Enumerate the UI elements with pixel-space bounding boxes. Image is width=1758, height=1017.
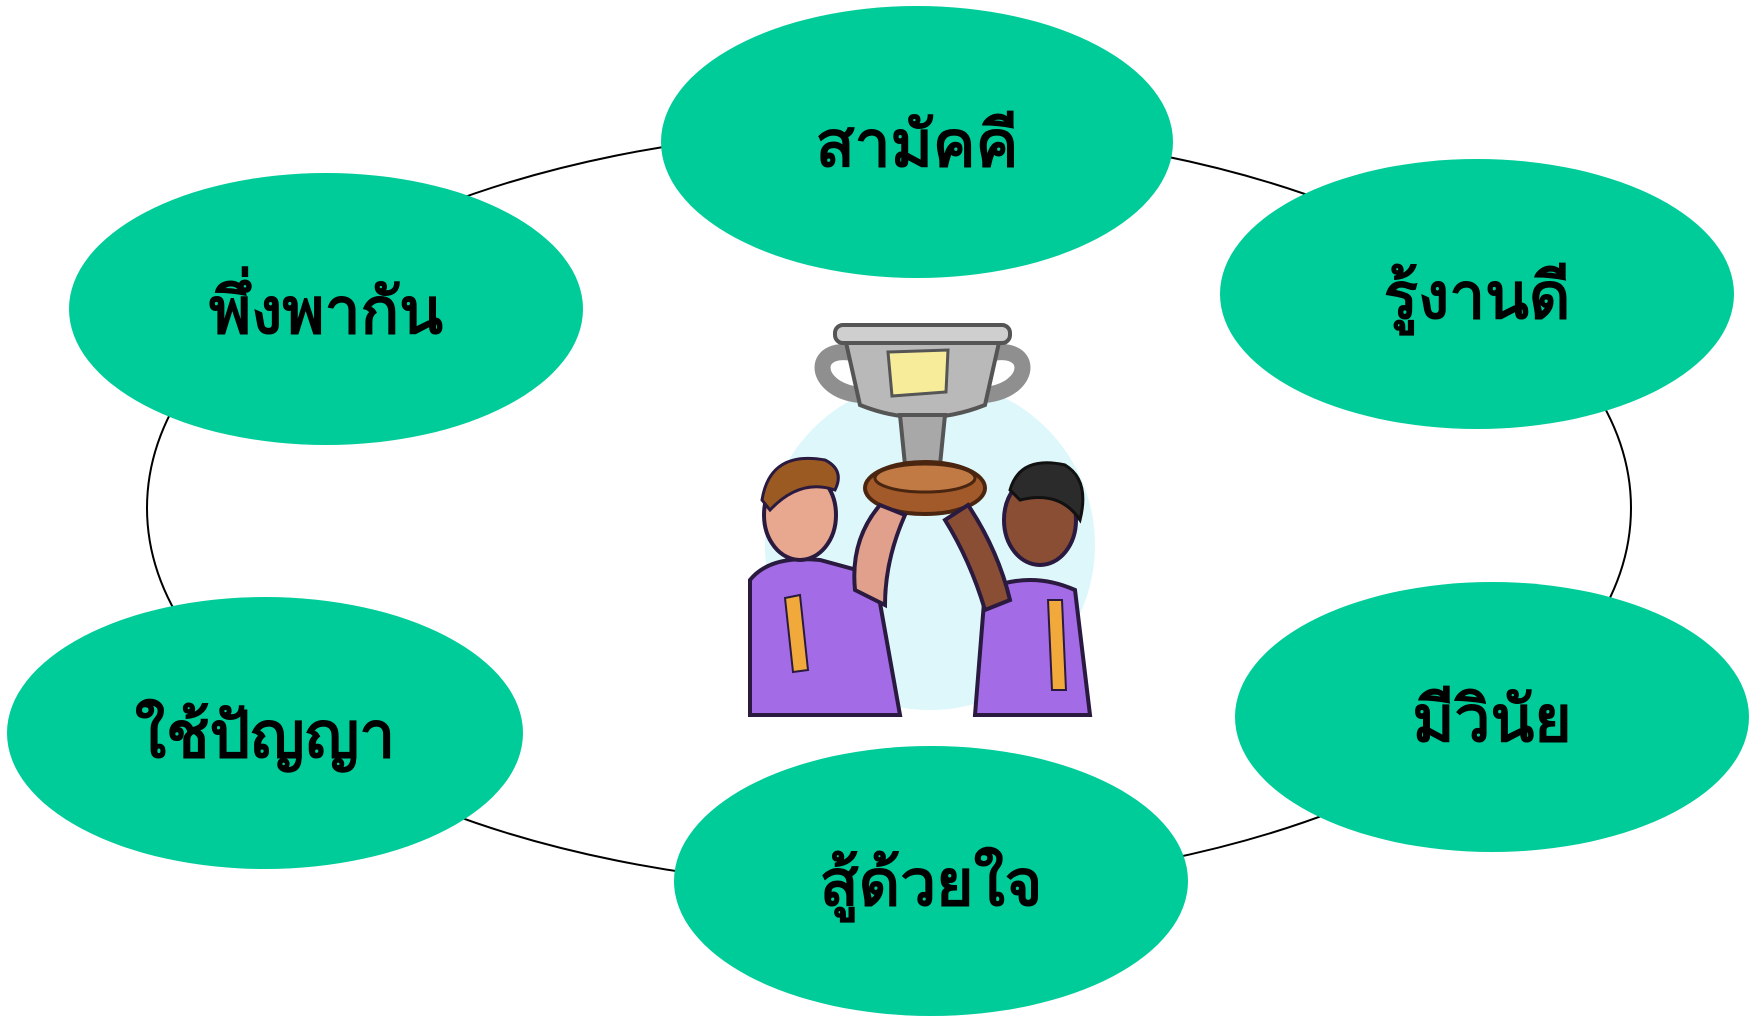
trophy-plaque (886, 348, 950, 398)
node-upper-left-ellipse (69, 173, 583, 445)
node-upper-left-label: พึ่งพากัน (209, 266, 443, 349)
player-right-stripe (1046, 599, 1068, 691)
trophy-stem (897, 413, 948, 467)
node-lower-left-label: ใช้ปัญญา (135, 698, 395, 773)
node-upper-left: พึ่งพากัน (69, 173, 583, 445)
player-left (748, 456, 908, 717)
node-upper-right: รู้งานดี (1220, 159, 1734, 429)
node-lower-right-label: มีวินัย (1412, 682, 1571, 757)
node-top-label: สามัคคี (816, 107, 1019, 182)
trophy-handle-right (977, 344, 1031, 403)
trophy-illustration (748, 323, 1095, 717)
trophy-handle-left (814, 344, 868, 403)
node-lower-right: มีวินัย (1235, 582, 1749, 852)
player-left-arm (852, 502, 908, 609)
player-right-hair (1008, 461, 1085, 524)
node-upper-right-ellipse (1220, 159, 1734, 429)
node-bottom-ellipse (674, 746, 1188, 1016)
node-top-ellipse (661, 6, 1173, 278)
node-bottom: สู้ด้วยใจ (674, 746, 1188, 1016)
trophy-rim (833, 323, 1012, 345)
player-left-hair (760, 456, 840, 513)
node-top: สามัคคี (661, 6, 1173, 278)
player-right (942, 461, 1093, 717)
player-left-stripe (783, 593, 810, 674)
player-right-arm (942, 502, 1013, 613)
node-lower-left-ellipse (7, 597, 523, 869)
node-lower-left: ใช้ปัญญา (7, 597, 523, 869)
trophy-base-top (873, 462, 977, 494)
node-lower-right-ellipse (1235, 582, 1749, 852)
node-upper-right-label: รู้งานดี (1384, 259, 1571, 336)
node-bottom-label: สู้ด้วยใจ (820, 846, 1043, 923)
